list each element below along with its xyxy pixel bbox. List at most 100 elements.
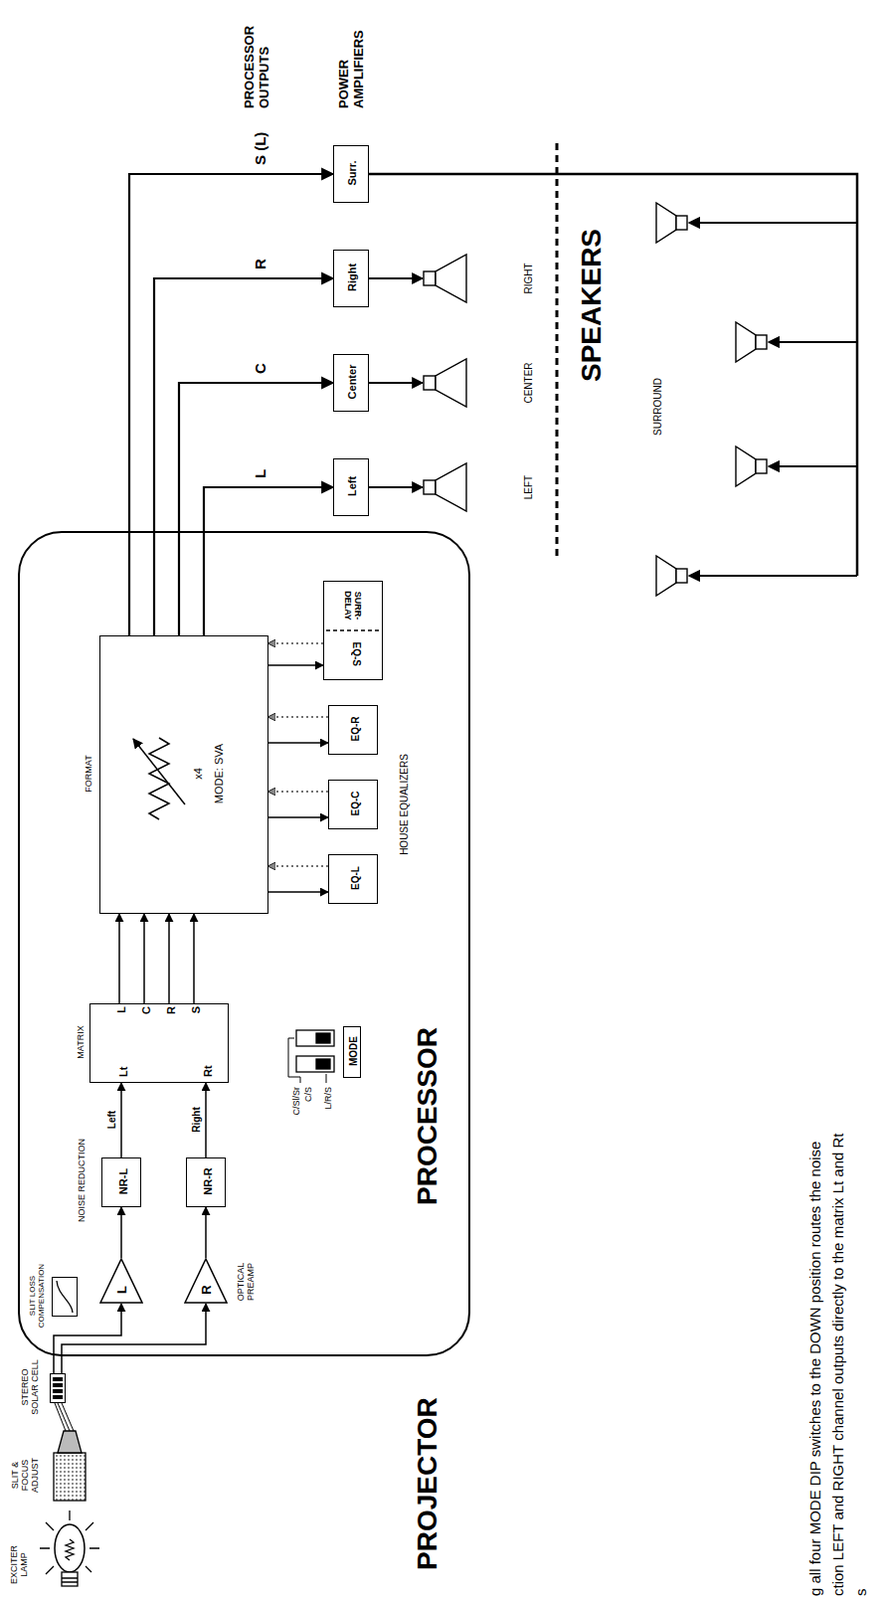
text-holder: OPTICAL PREAMP	[235, 1246, 258, 1317]
text-holder: POWER AMPLIFIERS	[336, 8, 367, 109]
text-holder: EQ-L	[345, 853, 363, 903]
text-holder: SLIT & FOCUS ADJUST	[9, 1447, 42, 1503]
surround-bus	[368, 174, 858, 576]
label: SLIT & FOCUS ADJUST	[9, 1447, 40, 1503]
text-holder: CENTER	[518, 343, 536, 423]
text-holder: EQ-C	[345, 778, 363, 829]
connector	[268, 865, 329, 868]
preamp-triangle: L	[99, 1257, 144, 1304]
matrix-box: MATRIXLtRtLCRS	[89, 1003, 229, 1083]
node-label: Lt	[117, 1066, 131, 1077]
connector	[154, 278, 334, 636]
node-label: L	[115, 1006, 129, 1014]
mode-box: MODE	[343, 1026, 361, 1078]
node-label: S	[189, 1006, 203, 1014]
text-holder: x4	[187, 733, 206, 814]
text-holder: s	[852, 701, 871, 1596]
node-label: R	[198, 1284, 214, 1294]
label: NOISE REDUCTION	[76, 1138, 87, 1223]
node-label: FORMAT	[83, 754, 94, 792]
node-label: STEREO SOLAR CELL	[19, 1356, 40, 1418]
text-holder: NR-L	[113, 1156, 132, 1207]
connector	[143, 913, 146, 1004]
speaker: LEFT	[422, 457, 542, 518]
text-holder: L	[112, 1281, 131, 1298]
noise-reduction-box: NR-R	[185, 1157, 226, 1208]
label: EXCITER LAMP	[8, 1537, 29, 1593]
text-holder: HOUSE EQUALIZERS	[393, 705, 412, 904]
text-holder: Surr.	[342, 144, 360, 202]
equalizer-box: EQ-C	[328, 779, 378, 830]
node-label: SURR- DELAY	[343, 583, 363, 628]
edge-label: Left	[106, 1108, 119, 1131]
node-label: Left	[346, 476, 359, 497]
connector	[203, 487, 334, 636]
text-holder: LEFT	[518, 447, 536, 528]
connector	[204, 1207, 207, 1258]
label: SPEAKERS	[575, 228, 608, 382]
text-holder: EQ-S	[345, 633, 363, 676]
connector	[368, 381, 423, 384]
solar-cell: STEREO SOLAR CELL	[49, 1373, 66, 1404]
text-holder: EXCITER LAMP	[8, 1537, 31, 1593]
text-holder: g all four MODE DIP switches to the DOWN…	[806, 701, 825, 1596]
connector	[118, 913, 121, 1004]
amplifier-box: Center	[333, 354, 369, 412]
node-label: MATRIX	[75, 1025, 86, 1059]
screen-line	[555, 138, 559, 556]
text-holder: S (L)	[251, 107, 270, 168]
edge-label: S (L)	[251, 130, 269, 168]
node-label: EQ-L	[350, 866, 362, 890]
compensation-box: SLIT LOSS COMPENSATION	[51, 1276, 78, 1317]
edge-label: C	[251, 360, 269, 376]
text-holder: PROJECTOR	[411, 1371, 444, 1571]
text-holder: SURR- DELAY	[343, 583, 365, 628]
connector	[53, 1303, 122, 1374]
connector	[268, 890, 329, 893]
edge-label: Right	[190, 1104, 203, 1135]
text-holder: PROCESSOR OUTPUTS	[241, 8, 273, 109]
label: PROCESSOR OUTPUTS	[241, 8, 272, 109]
text-holder: Right	[185, 1094, 204, 1145]
equalizer-delay-box: EQ-S SURR- DELAY	[323, 580, 383, 681]
node-label: Surr.	[346, 160, 359, 185]
node-label: C	[140, 1006, 154, 1015]
text-holder: Left	[342, 457, 360, 516]
node-label: PROCESSOR	[411, 1027, 444, 1206]
node-label: R	[165, 1006, 178, 1015]
text-holder: STEREO SOLAR CELL	[19, 1356, 42, 1418]
text-holder: C	[251, 316, 270, 376]
connector	[268, 790, 329, 793]
label: PROJECTOR	[411, 1397, 444, 1571]
text-holder: Left	[101, 1094, 120, 1145]
dip-switches	[288, 1030, 335, 1083]
node-label: Center	[346, 364, 359, 400]
text-holder: NOISE REDUCTION	[70, 1130, 89, 1231]
edge-label: L	[251, 467, 269, 481]
label: SURROUND	[652, 377, 665, 436]
label: C/S	[303, 1086, 314, 1102]
label: s	[852, 1589, 871, 1597]
text-holder: FORMAT	[77, 634, 96, 913]
text-holder: L	[111, 1006, 130, 1027]
text-holder: L/R/S	[317, 1086, 336, 1143]
text-holder: Center	[342, 353, 360, 411]
text-holder: PROCESSOR	[411, 926, 444, 1206]
node-label: EQ-S	[350, 642, 362, 667]
text-holder: SLIT LOSS COMPENSATION	[27, 1261, 48, 1330]
text-holder: SPEAKERS	[575, 182, 608, 382]
connector	[61, 1303, 206, 1374]
connector	[168, 913, 171, 1004]
connector	[268, 664, 324, 667]
text-holder: R	[161, 1006, 179, 1027]
text-holder: MATRIX	[69, 1002, 88, 1082]
text-holder: Rt	[197, 1055, 216, 1077]
node-label: EQ-C	[350, 791, 362, 817]
connector	[268, 816, 329, 819]
delay-divider	[326, 629, 381, 631]
label: L/R/S	[323, 1086, 334, 1110]
connector	[268, 642, 324, 645]
connector	[120, 1082, 123, 1158]
format-box: FORMATx4MODE: SVA	[99, 635, 269, 914]
